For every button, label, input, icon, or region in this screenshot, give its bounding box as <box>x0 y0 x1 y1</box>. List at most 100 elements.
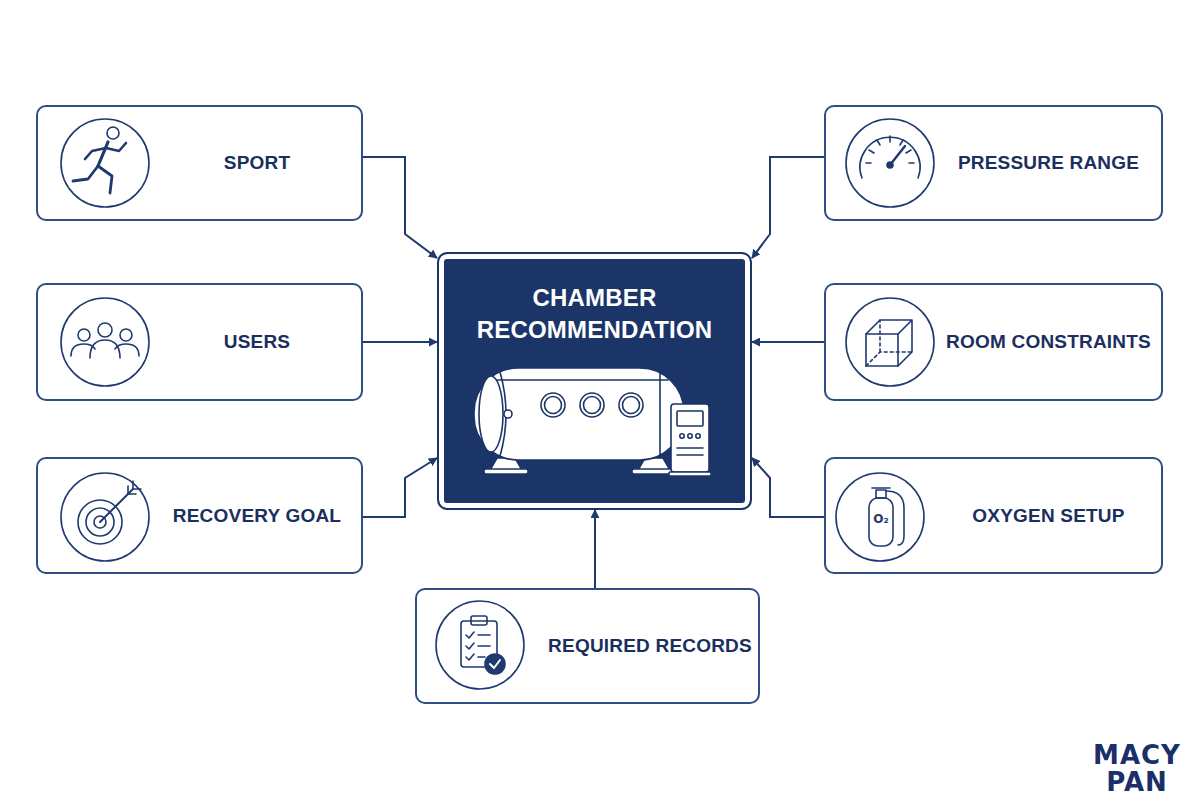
flow-arrow <box>363 458 437 517</box>
chamber-illustration-part <box>638 458 670 470</box>
chamber-illustration-part <box>688 434 692 438</box>
input-box: REQUIRED RECORDS <box>415 588 760 704</box>
chamber-illustration-part <box>623 397 640 414</box>
input-box: USERS <box>36 283 363 401</box>
chamber-illustration-part <box>490 458 522 470</box>
room-icon-part <box>846 298 934 386</box>
flow-arrow <box>752 341 824 343</box>
chamber-illustration-part <box>671 404 709 472</box>
chamber-illustration-part <box>677 411 703 426</box>
oxygen-tank-icon-part <box>869 498 893 546</box>
target-icon-part <box>61 473 149 561</box>
users-icon-part <box>90 340 120 358</box>
users-icon-part <box>120 329 132 341</box>
chamber-illustration-part <box>696 434 700 438</box>
chamber-illustration-part <box>541 393 565 417</box>
chamber-illustration-part <box>584 397 601 414</box>
records-icon-part <box>471 616 487 625</box>
text-group: REQUIRED RECORDS <box>417 634 758 658</box>
text-group: RECOVERY GOAL <box>38 504 361 528</box>
flow-arrow <box>594 510 596 588</box>
runner-icon-part <box>106 143 126 151</box>
gauge-icon-part <box>846 119 934 207</box>
gauge-icon-part <box>860 137 920 178</box>
chamber-illustration-part <box>490 379 668 381</box>
text-group: USERS <box>38 330 361 354</box>
chamber-illustration-part <box>619 393 643 417</box>
text-group: ROOM CONSTRAINTS <box>826 330 1161 354</box>
box-label: USERS <box>153 330 361 354</box>
oxygen-tank-icon <box>836 473 924 561</box>
flow-arrow <box>363 157 437 258</box>
gauge-icon-part <box>890 146 905 165</box>
room-icon <box>846 298 934 386</box>
input-box: RECOVERY GOAL <box>36 457 363 574</box>
chamber-illustration-part <box>632 469 676 474</box>
chamber-illustration-part <box>680 434 684 438</box>
icon-label: O₂ <box>866 512 896 526</box>
gauge-icon <box>846 119 934 207</box>
target-icon-part <box>86 508 114 536</box>
runner-icon <box>61 119 149 207</box>
runner-icon-part <box>73 166 98 181</box>
chamber-illustration-part <box>669 472 711 476</box>
chamber-illustration-part <box>545 397 562 414</box>
chamber-illustration-part <box>580 393 604 417</box>
chamber-illustration-part <box>504 410 512 418</box>
chamber-illustration-part <box>484 469 528 474</box>
box-label: PRESSURE RANGE <box>936 151 1161 175</box>
chamber-illustration-part <box>659 370 661 458</box>
box-label: REQUIRED RECORDS <box>542 634 758 658</box>
users-icon-part <box>61 298 149 386</box>
chamber-illustration-part <box>479 376 503 452</box>
text-group: CHAMBER RECOMMENDATION <box>455 254 735 346</box>
input-box: ROOM CONSTRAINTS <box>824 283 1163 401</box>
users-icon-part <box>78 329 90 341</box>
records-icon <box>436 601 524 689</box>
oxygen-tank-icon-part <box>886 491 904 545</box>
gauge-icon-part <box>866 136 914 163</box>
users-icon-part <box>115 344 139 356</box>
chamber-illustration <box>474 368 711 476</box>
text-group: PRESSURE RANGE <box>826 151 1161 175</box>
users-icon <box>61 298 149 386</box>
oxygen-tank-icon-part <box>836 473 924 561</box>
records-icon-part <box>436 601 524 689</box>
room-icon-part <box>866 320 912 366</box>
flow-arrow <box>363 341 437 343</box>
flow-arrow <box>752 458 824 517</box>
input-box: SPORT <box>36 105 363 221</box>
box-label: RECOVERY GOAL <box>153 504 361 528</box>
logo-text: MACY PAN <box>1078 742 1196 796</box>
text-group: OXYGEN SETUP <box>826 504 1161 528</box>
target-icon-part <box>94 516 106 528</box>
room-icon-part <box>866 320 912 366</box>
flow-arrow <box>752 157 824 258</box>
oxygen-tank-icon-part <box>872 487 890 489</box>
chamber-illustration-part <box>474 368 684 460</box>
target-icon-part <box>128 481 141 494</box>
runner-icon-part <box>98 166 112 193</box>
box-label: SPORT <box>153 151 361 175</box>
records-icon-part <box>485 654 505 674</box>
users-icon-part <box>71 344 95 356</box>
gauge-icon-part <box>887 162 893 168</box>
target-icon-part <box>100 489 133 522</box>
text-group: SPORT <box>38 151 361 175</box>
chamber-illustration-part <box>677 448 703 455</box>
runner-icon-part <box>61 119 149 207</box>
oxygen-tank-icon-part <box>876 490 886 498</box>
chamber-illustration-part <box>500 372 506 456</box>
room-icon-part <box>866 334 898 366</box>
target-icon <box>61 473 149 561</box>
records-icon-part <box>461 621 497 667</box>
recommendation-box: CHAMBER RECOMMENDATION <box>437 252 752 510</box>
records-icon-part <box>490 660 500 668</box>
runner-icon-part <box>85 148 106 159</box>
box-title: CHAMBER RECOMMENDATION <box>455 282 735 346</box>
input-box: OXYGEN SETUP <box>824 457 1163 574</box>
records-icon-part <box>466 632 490 660</box>
runner-icon-part <box>107 127 119 139</box>
